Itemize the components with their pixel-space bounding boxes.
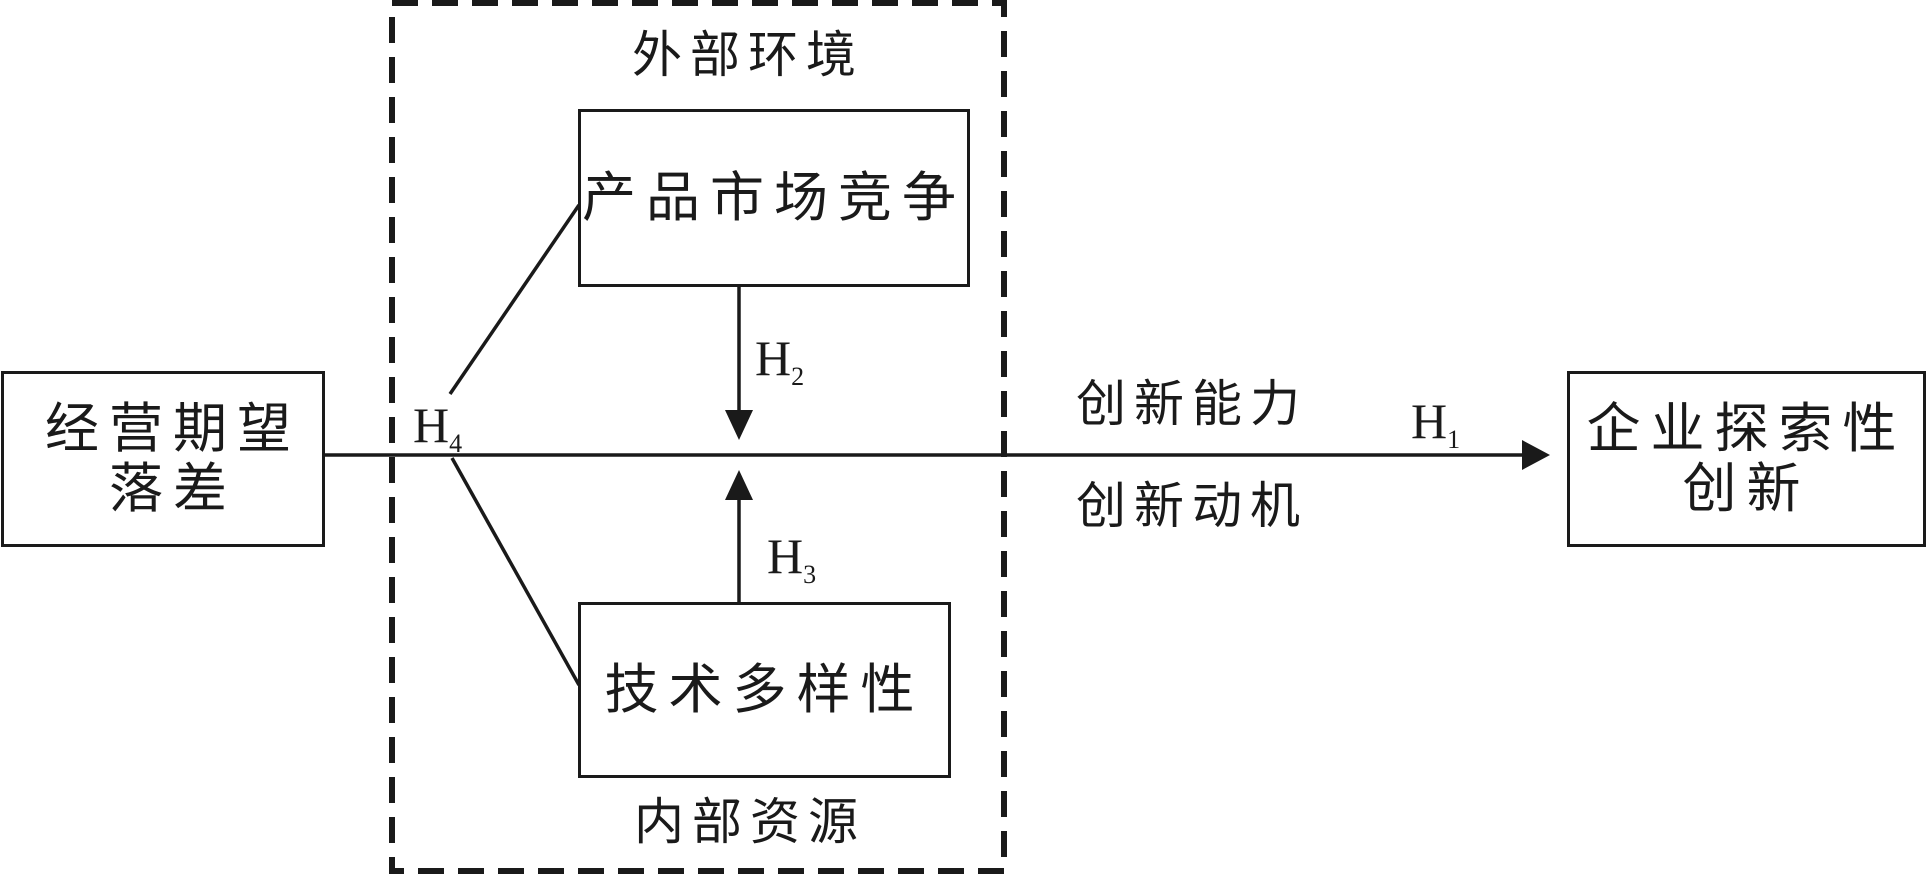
external-environment-label: 外部环境 — [632, 26, 864, 84]
technology-diversity-label: 技术多样性 — [604, 657, 925, 721]
performance-gap-line2: 落差 — [109, 457, 237, 520]
hypothesis-h3-label: H3 — [767, 528, 817, 589]
exploratory-innovation-line2: 创新 — [1682, 457, 1811, 520]
innovation-capability-label: 创新能力 — [1076, 375, 1308, 433]
internal-resources-label: 内部资源 — [634, 793, 866, 851]
product-market-competition-box: 产品市场竞争 — [578, 109, 970, 287]
h4-upper-line — [448, 204, 581, 395]
environment-boundary — [389, 0, 1007, 874]
performance-gap-box: 经营期望 落差 — [1, 371, 325, 547]
h4-lower-line — [450, 457, 581, 686]
main-path-arrowhead — [1522, 440, 1550, 470]
innovation-motivation-label: 创新动机 — [1076, 477, 1308, 535]
hypothesis-h1-label: H1 — [1411, 393, 1461, 454]
hypothesis-h2-label: H2 — [755, 330, 805, 391]
technology-diversity-box: 技术多样性 — [578, 602, 951, 778]
h3-arrowhead — [725, 470, 753, 500]
hypothesis-h4-label: H4 — [413, 397, 463, 458]
exploratory-innovation-line1: 企业探索性 — [1586, 396, 1907, 460]
exploratory-innovation-box: 企业探索性 创新 — [1567, 371, 1926, 547]
h2-arrowhead — [725, 410, 753, 440]
product-market-competition-label: 产品市场竞争 — [582, 165, 966, 229]
performance-gap-line1: 经营期望 — [45, 396, 301, 460]
